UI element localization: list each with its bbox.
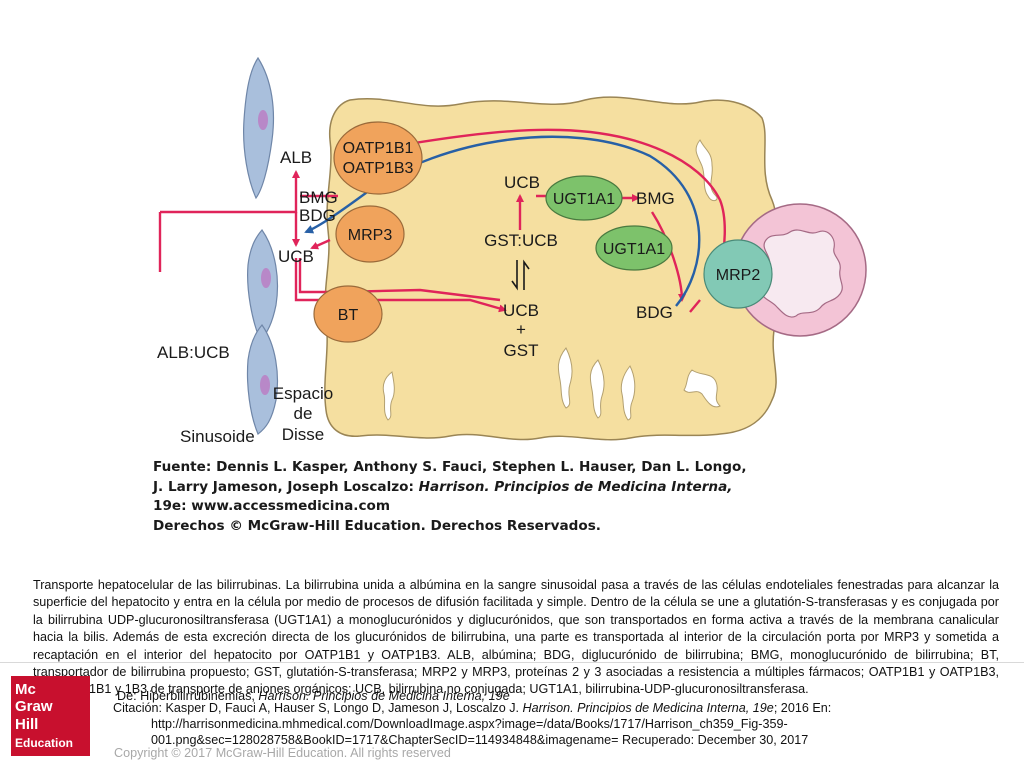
espacio-label: Espacio [273, 384, 333, 403]
disse-label: Disse [282, 425, 325, 444]
de-label: de [294, 404, 313, 423]
citation-from: De: Hiperbilirrubinemias, Harrison. Prin… [117, 688, 510, 704]
gst-label: GST [504, 341, 539, 360]
source-line-2: J. Larry Jameson, Joseph Loscalzo: Harri… [153, 478, 753, 498]
logo-line-3: Hill [15, 716, 39, 733]
logo-line-2: Graw [15, 698, 53, 715]
bmg-label-right: BMG [636, 189, 675, 208]
blue-pathway-arrow [304, 135, 701, 307]
source-line-3: 19e: www.accessmedicina.com [153, 498, 391, 514]
mrp2-label: MRP2 [716, 267, 761, 284]
divider [0, 662, 1024, 663]
logo-line-1: Mc [15, 681, 36, 698]
oatp1b1-label: OATP1B1 [343, 140, 414, 157]
ucb-label-top: UCB [504, 173, 540, 192]
citation-from-prefix: De: Hiperbilirrubinemias, [117, 689, 259, 703]
citation-title: Harrison. Principios de Medicina Interna… [522, 701, 774, 715]
citation-url-line-1[interactable]: http://harrisonmedicina.mhmedical.com/Do… [151, 717, 788, 731]
oatp1b3-label: OATP1B3 [343, 160, 414, 177]
citation: De: Hiperbilirrubinemias, Harrison. Prin… [109, 689, 909, 748]
organelles [382, 139, 721, 421]
bilirubin-transport-diagram: OATP1B1 OATP1B3 MRP3 BT UGT1A1 UGT1A1 MR… [157, 56, 867, 446]
mrp2-transporter [703, 239, 773, 309]
source-line-1: Fuente: Dennis L. Kasper, Anthony S. Fau… [153, 459, 747, 475]
ucb-label-left: UCB [278, 247, 314, 266]
citation-from-title: Harrison. Principios de Medicina Interna… [258, 689, 510, 703]
logo-line-4: Education [15, 736, 74, 750]
ugt1a1-label-a: UGT1A1 [553, 191, 615, 208]
alb-ucb-label: ALB:UCB [157, 343, 230, 362]
citation-authors: Citación: Kasper D, Fauci A, Hauser S, L… [113, 701, 523, 715]
gst-ucb-label: GST:UCB [484, 231, 558, 250]
equilibrium-arrows [511, 259, 530, 291]
source-line-4: Derechos © McGraw-Hill Education. Derech… [153, 517, 601, 534]
endothelial-cells [243, 56, 279, 435]
figure-caption: Transporte hepatocelular de las bilirrub… [33, 578, 999, 697]
ucb-label-mid: UCB [503, 301, 539, 320]
figure-source: Fuente: Dennis L. Kasper, Anthony S. Fau… [153, 458, 753, 536]
bdg-label-left: BDG [299, 206, 336, 225]
ugt1a1-label-b: UGT1A1 [603, 241, 665, 258]
transporter-ovals [313, 121, 423, 343]
source-authors: J. Larry Jameson, Joseph Loscalzo: [153, 478, 419, 495]
bdg-label-right: BDG [636, 303, 673, 322]
plus-label: + [516, 320, 526, 339]
alb-label: ALB [280, 148, 312, 167]
bmg-label-left: BMG [299, 188, 338, 207]
mcgraw-hill-logo: Mc Graw Hill Education [11, 676, 90, 756]
enzyme-ovals [545, 175, 673, 271]
mrp3-label: MRP3 [348, 227, 393, 244]
bile-canaliculus [733, 203, 867, 337]
copyright-notice: Copyright © 2017 McGraw-Hill Education. … [114, 746, 451, 760]
citation-url-line-2[interactable]: 001.png&sec=128028758&BookID=1717&Chapte… [151, 733, 809, 747]
citation-year: ; 2016 En: [773, 701, 832, 715]
citation-line-1: Citación: Kasper D, Fauci A, Hauser S, L… [109, 700, 909, 716]
sinusoide-label: Sinusoide [180, 427, 255, 446]
bt-label: BT [338, 307, 359, 324]
source-title: Harrison. Principios de Medicina Interna… [418, 478, 733, 495]
